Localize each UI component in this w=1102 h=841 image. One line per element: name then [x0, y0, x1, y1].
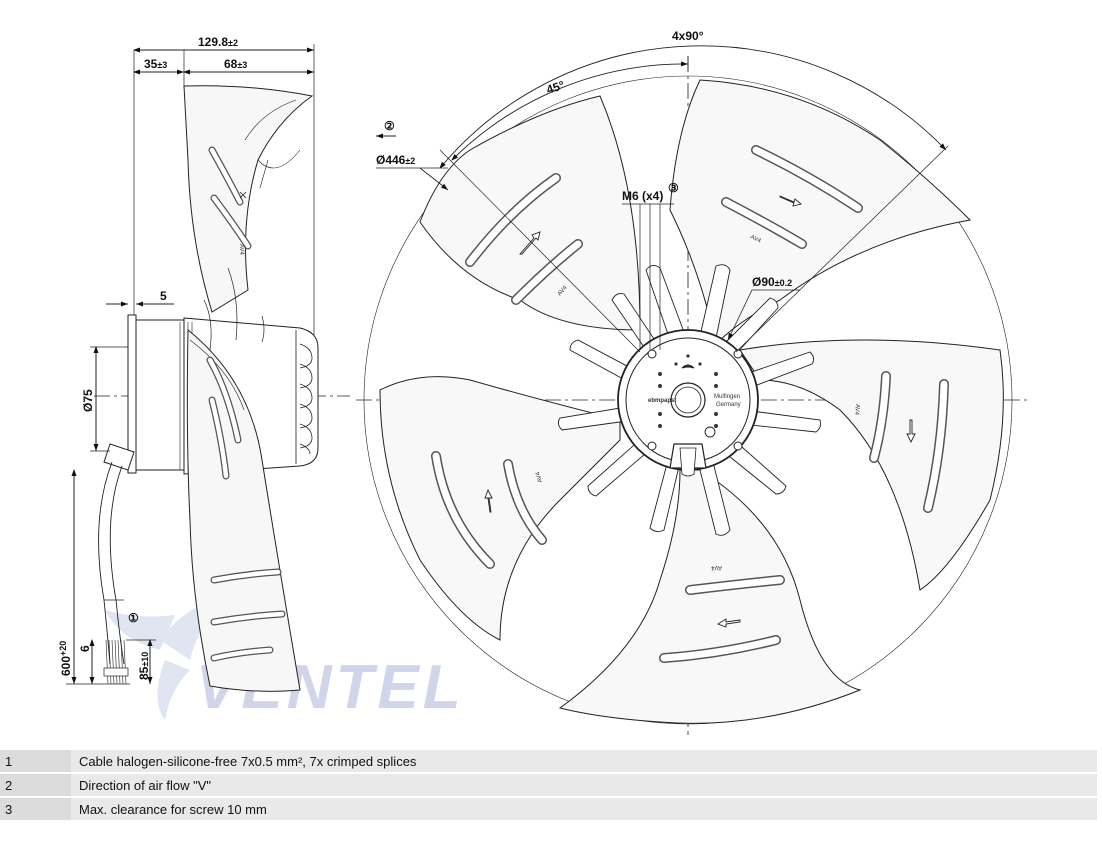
legend-row: 3 Max. clearance for screw 10 mm — [0, 797, 1097, 822]
legend-row: 2 Direction of air flow "V" — [0, 773, 1097, 798]
svg-text:AV4: AV4 — [853, 404, 860, 416]
dim-end-length: 85±10 — [137, 652, 151, 680]
legend-number: 2 — [0, 773, 71, 798]
legend-row: 1 Cable halogen-silicone-free 7x0.5 mm²,… — [0, 750, 1097, 774]
dim-diameter: Ø446±2 — [376, 153, 415, 167]
legend-number: 3 — [0, 797, 71, 822]
callout-3: ③ — [668, 181, 679, 195]
blade-top-left — [419, 95, 641, 331]
blade-left — [379, 376, 621, 641]
blade-right — [739, 339, 1004, 591]
svg-text:AV4: AV4 — [749, 234, 762, 244]
dim-right-length: 68±3 — [224, 57, 247, 71]
technical-drawing: VENTEL — [58, 29, 1030, 735]
dim-hub-diameter: Ø75 — [81, 389, 95, 412]
front-view — [356, 45, 1030, 735]
dim-angle-45: 45° — [545, 78, 567, 97]
legend-text: Max. clearance for screw 10 mm — [71, 797, 1097, 822]
side-view — [66, 44, 350, 692]
dim-left-length: 35±3 — [144, 57, 167, 71]
blade-bottom — [558, 469, 862, 724]
rotor-brand: ebmpapst — [648, 398, 676, 404]
callout-2: ② — [384, 119, 395, 133]
dim-strip-length: 6 — [78, 645, 92, 652]
dim-angle-total: 4x90° — [672, 29, 704, 43]
dim-screw: M6 (x4) — [622, 189, 663, 203]
dim-total-length: 129.8±2 — [198, 35, 238, 49]
legend-number: 1 — [0, 750, 71, 774]
svg-text:AV4: AV4 — [710, 564, 722, 570]
dim-flange: 5 — [160, 289, 167, 303]
rotor-country: Germany — [716, 402, 741, 408]
svg-text:AV4: AV4 — [238, 244, 244, 256]
svg-text:AV4: AV4 — [535, 470, 544, 483]
rotor-city: Mulfingen — [714, 394, 740, 400]
callout-1: ① — [128, 611, 139, 625]
legend-text: Direction of air flow "V" — [71, 773, 1097, 798]
legend-text: Cable halogen-silicone-free 7x0.5 mm², 7… — [71, 750, 1097, 774]
legend-table: 1 Cable halogen-silicone-free 7x0.5 mm²,… — [0, 750, 1097, 822]
dim-cable-length: 600+20 — [58, 641, 73, 676]
dim-bolt-circle: Ø90±0.2 — [752, 275, 792, 289]
